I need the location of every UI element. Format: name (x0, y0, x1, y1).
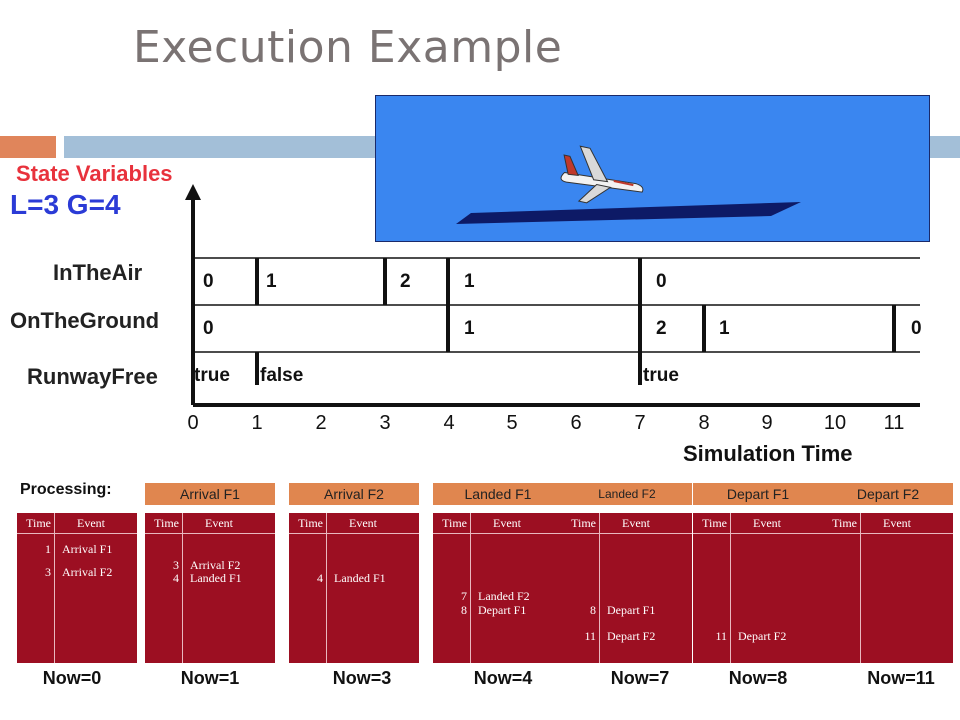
event-name: Arrival F2 (62, 565, 113, 579)
x-tick-label: 7 (634, 412, 646, 434)
event-name: Depart F2 (607, 629, 656, 643)
time-header: Time (832, 516, 857, 530)
in-the-air-value: 0 (656, 271, 667, 292)
event-list-panel: Time Event 11 Depart F2 (693, 513, 823, 663)
state-variables-label: State Variables (16, 161, 173, 186)
panel-head-arrival-f2: Arrival F2 (289, 483, 419, 505)
x-tick-label: 1 (251, 412, 263, 434)
x-axis-label: Simulation Time (683, 441, 853, 466)
runway-free-value: false (260, 365, 304, 386)
event-list-panel: Time Event 1 Arrival F1 3 Arrival F2 (17, 513, 137, 663)
x-tick-label: 2 (315, 412, 327, 434)
event-name: Arrival F2 (190, 558, 241, 572)
now-label: Now=8 (728, 668, 788, 688)
airplane-illustration (456, 145, 801, 224)
runway-shape (456, 202, 801, 224)
event-header: Event (493, 516, 521, 530)
event-list-panel: Time Event 4 Landed F1 (289, 513, 419, 663)
time-header: Time (442, 516, 467, 530)
runway-free-value: true (643, 365, 679, 386)
airplane-icon (560, 145, 644, 204)
event-time: 7 (461, 589, 467, 603)
x-tick-label: 8 (698, 412, 710, 434)
on-the-ground-value: 1 (464, 318, 475, 339)
event-name: Landed F1 (334, 571, 386, 585)
on-the-ground-value: 2 (656, 318, 667, 339)
accent-bar-left (0, 136, 56, 158)
now-label: Now=11 (867, 668, 935, 688)
now-label: Now=3 (332, 668, 392, 688)
event-header: Event (205, 516, 233, 530)
on-the-ground-value: 1 (719, 318, 730, 339)
event-time: 4 (317, 571, 323, 585)
x-tick-label: 0 (187, 412, 199, 434)
event-name: Landed F2 (478, 589, 530, 603)
time-header: Time (154, 516, 179, 530)
event-time: 11 (715, 629, 727, 643)
parameters-label: L=3 G=4 (10, 189, 121, 220)
in-the-air-value: 1 (464, 271, 475, 292)
panel-head-depart-f2: Depart F2 (823, 483, 953, 505)
in-the-air-value: 0 (203, 271, 214, 292)
x-tick-label: 5 (506, 412, 518, 434)
panel-head-landed-f2: Landed F2 (562, 483, 692, 505)
var-runway-free: RunwayFree (27, 364, 158, 389)
event-list-panel: Time Event (823, 513, 953, 663)
now-label: Now=1 (180, 668, 240, 688)
on-the-ground-value: 0 (203, 318, 214, 339)
event-header: Event (883, 516, 911, 530)
panel-head-depart-f1: Depart F1 (693, 483, 823, 505)
panel-head-landed-f1: Landed F1 (433, 483, 563, 505)
panel-head-arrival-f1: Arrival F1 (145, 483, 275, 505)
y-axis-arrow (185, 184, 201, 200)
event-time: 11 (584, 629, 596, 643)
event-list-panel: Time Event 3 Arrival F2 4 Landed F1 (145, 513, 275, 663)
in-the-air-value: 2 (400, 271, 411, 292)
event-list-panel: Time Event 8 Depart F1 11 Depart F2 (562, 513, 692, 663)
event-header: Event (77, 516, 105, 530)
time-header: Time (571, 516, 596, 530)
now-label: Now=0 (42, 668, 102, 688)
x-tick-label: 10 (823, 412, 847, 434)
event-time: 3 (45, 565, 51, 579)
x-tick-label: 9 (761, 412, 773, 434)
event-time: 4 (173, 571, 179, 585)
event-time: 3 (173, 558, 179, 572)
slide-title: Execution Example (133, 22, 563, 73)
event-name: Depart F1 (478, 603, 527, 617)
x-tick-label: 4 (443, 412, 455, 434)
in-the-air-value: 1 (266, 271, 277, 292)
event-header: Event (753, 516, 781, 530)
time-header: Time (26, 516, 51, 530)
now-label: Now=7 (610, 668, 670, 688)
now-label: Now=4 (473, 668, 533, 688)
event-header: Event (622, 516, 650, 530)
x-tick-label: 6 (570, 412, 582, 434)
event-time: 8 (590, 603, 596, 617)
x-tick-label: 3 (379, 412, 391, 434)
time-header: Time (298, 516, 323, 530)
event-time: 1 (45, 542, 51, 556)
processing-label: Processing: (20, 481, 112, 498)
event-name: Depart F1 (607, 603, 656, 617)
airport-scene-image (375, 95, 930, 242)
var-in-the-air: InTheAir (53, 260, 143, 285)
event-name: Landed F1 (190, 571, 242, 585)
time-header: Time (702, 516, 727, 530)
x-tick-label: 11 (883, 412, 905, 434)
event-name: Arrival F1 (62, 542, 113, 556)
event-list-panel: Time Event 7 Landed F2 8 Depart F1 (433, 513, 563, 663)
event-header: Event (349, 516, 377, 530)
event-name: Depart F2 (738, 629, 787, 643)
runway-free-value: true (194, 365, 230, 386)
event-time: 8 (461, 603, 467, 617)
on-the-ground-value: 0 (911, 318, 922, 339)
var-on-the-ground: OnTheGround (10, 308, 160, 333)
